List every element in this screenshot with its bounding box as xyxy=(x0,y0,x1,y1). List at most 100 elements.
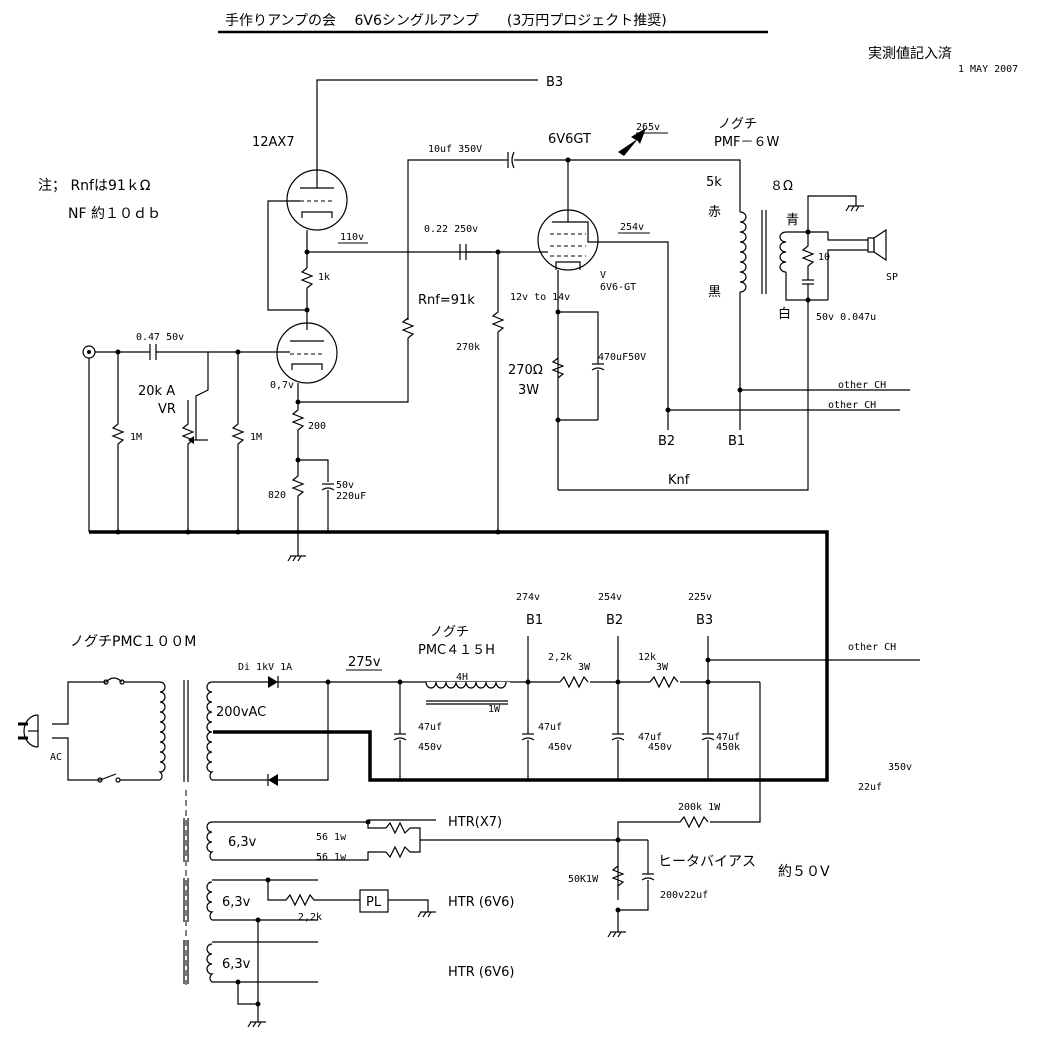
page-title: 手作りアンプの会 6V6シングルアンプ (3万円プロジェクト推奨) xyxy=(225,13,667,29)
r56b-label: 56 1w xyxy=(316,852,347,863)
choke-coil xyxy=(425,681,507,689)
r1m-a-label: 1M xyxy=(130,432,142,443)
b1-voltage: 274v xyxy=(516,592,540,603)
vr-top-wire xyxy=(156,351,209,440)
ac200-label: 200vAC xyxy=(216,705,266,720)
opt-white: 白 xyxy=(778,306,791,322)
htr2-label: HTR (6V6) xyxy=(448,895,514,910)
note-nf: NF 約１０ｄｂ xyxy=(68,206,161,222)
c1b-label: 450v xyxy=(418,742,442,753)
note-rnf: 注； Rnfは91ｋΩ xyxy=(38,178,151,194)
rnf-resistor xyxy=(401,317,415,339)
c200v-label: 200v22uf xyxy=(660,890,708,901)
ground-symbol xyxy=(287,548,306,562)
arrow-265v xyxy=(618,128,646,156)
r56-pair xyxy=(385,821,421,859)
opt-model: PMF－６W xyxy=(714,135,780,150)
ck-upper-wire xyxy=(298,459,329,482)
psu-b2-label: B2 xyxy=(606,613,623,628)
knf-wire xyxy=(558,300,809,491)
ground-symbol xyxy=(247,1021,266,1028)
rk-w-label: 3W xyxy=(518,383,539,398)
v350-label: 350v xyxy=(888,762,912,773)
opt-red: 赤 xyxy=(708,205,721,220)
r12k-w: 3W xyxy=(656,662,669,673)
opt-primary xyxy=(739,211,747,293)
heater-winding-1 xyxy=(206,821,214,861)
c2b-label: 450v xyxy=(548,742,572,753)
opt-black: 黒 xyxy=(708,285,721,300)
b3-voltage: 225v xyxy=(688,592,712,603)
ac-plug-icon xyxy=(18,714,39,748)
power-tr-secondary xyxy=(206,681,214,781)
tube-6v6-sub: 6V6-GT xyxy=(600,282,636,293)
v63c-label: 6,3v xyxy=(222,957,251,972)
screen-wire xyxy=(596,241,669,410)
tube-v-mark: V xyxy=(600,270,606,281)
v265-label: 265v xyxy=(636,122,660,133)
psu-b3-label: B3 xyxy=(696,613,713,628)
c1a-label: 47uf xyxy=(418,722,442,733)
choke-w-label: 1W xyxy=(488,704,501,715)
choke-maker: ノグチ xyxy=(430,625,469,640)
cin-label: 0.47 50v xyxy=(136,332,184,343)
plate-wire xyxy=(568,159,741,212)
r22k-label: 2,2k xyxy=(548,652,572,663)
r200-label: 200 xyxy=(308,421,326,432)
tube-12ax7-upper xyxy=(286,169,348,231)
speaker-icon xyxy=(867,237,875,253)
r1k-label: 1k xyxy=(318,272,330,283)
filter-caps xyxy=(521,682,715,780)
ground-symbol xyxy=(417,911,436,918)
rk-resistor xyxy=(551,357,565,379)
b1-label: B1 xyxy=(728,434,745,449)
power-tr-label: ノグチPMC１００M xyxy=(70,634,196,650)
r270k-label: 270k xyxy=(456,342,480,353)
heater-bias-label: ヒータバイアス xyxy=(658,854,756,870)
c50v-label: 50v xyxy=(336,480,354,491)
c22-label: 22uf xyxy=(858,782,882,793)
knf-label: Knf xyxy=(668,473,690,488)
ground-symbol xyxy=(845,205,864,212)
heater-winding-3 xyxy=(206,943,214,983)
date: 1 MAY 2007 xyxy=(958,64,1018,75)
r56a-label: 56 1w xyxy=(316,832,347,843)
r22k-pl-label: 2,2k xyxy=(298,912,322,923)
r200k xyxy=(617,815,709,900)
htr1-label: HTR(X7) xyxy=(448,815,502,830)
c3b-label: 450v xyxy=(648,742,672,753)
cz-label: 50v 0.047u xyxy=(816,312,876,323)
diode-label: Di 1kV 1A xyxy=(238,662,292,673)
choke-model: PMC４１５H xyxy=(418,643,495,658)
cathode-v-label: 12v to 14v xyxy=(510,292,570,303)
r1m-b xyxy=(231,352,245,532)
psu-b1-label: B1 xyxy=(526,613,543,628)
pl-label: PL xyxy=(366,895,382,910)
tube-6v6-label: 6V6GT xyxy=(548,132,591,147)
ground-bus xyxy=(89,530,829,782)
other-ch-1: other CH xyxy=(838,380,886,391)
opt-secondary xyxy=(779,231,787,273)
opt-8ohm: ８Ω xyxy=(770,179,793,194)
r50k-label: 50K1W xyxy=(568,874,599,885)
r270k xyxy=(491,252,505,532)
v110-label: 110v xyxy=(340,232,364,243)
vr-label2: VR xyxy=(158,402,176,417)
v07-label: 0,7v xyxy=(270,380,294,391)
r22k xyxy=(559,675,589,689)
c220-label: 220uF xyxy=(336,491,366,502)
ground-symbol xyxy=(607,931,626,938)
v63b-label: 6,3v xyxy=(222,895,251,910)
power-tr-primary xyxy=(158,681,166,781)
r22k-pl xyxy=(267,880,360,907)
vr-label: 20k A xyxy=(138,384,175,399)
b2-label: B2 xyxy=(658,434,675,449)
volume-pot xyxy=(181,400,195,532)
r1m-a xyxy=(111,352,125,532)
other-ch-2: other CH xyxy=(828,400,876,411)
r820-label: 820 xyxy=(268,490,286,501)
diode-2 xyxy=(268,774,278,786)
r12k-label: 12k xyxy=(638,652,656,663)
tube-12ax7-lower xyxy=(276,322,338,384)
choke-h-label: 4H xyxy=(456,672,468,683)
